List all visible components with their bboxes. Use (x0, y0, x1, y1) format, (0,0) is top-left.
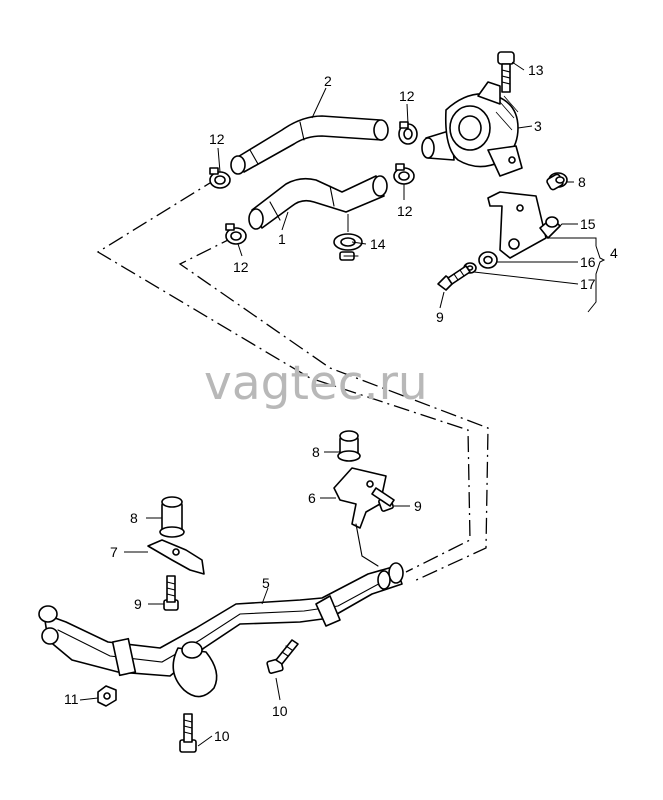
routing-line-outer (96, 177, 471, 573)
callout-16: 16 (580, 254, 596, 270)
bolt-9-lower (163, 575, 179, 611)
clip-14 (333, 233, 363, 261)
callout-12-top-right: 12 (399, 88, 415, 104)
callout-8-lower: 8 (130, 510, 138, 526)
callout-12-mid-right: 12 (397, 203, 413, 219)
bush-8-top (546, 172, 568, 191)
callout-17: 17 (580, 276, 596, 292)
callout-13: 13 (528, 62, 544, 78)
bolt-10-lower (179, 713, 197, 753)
callout-labels: 2 12 13 3 12 8 12 15 4 1 14 12 16 17 9 8… (64, 62, 618, 744)
watermark: vagtec.ru (204, 356, 428, 411)
callout-4: 4 (610, 245, 618, 261)
callout-15: 15 (580, 216, 596, 232)
hose-1 (248, 175, 388, 230)
callout-2: 2 (324, 73, 332, 89)
nut-11 (97, 685, 117, 707)
hose-clamp-12-mid-right (393, 163, 415, 185)
routing-line-inner (178, 235, 489, 583)
callout-8-middle: 8 (312, 444, 320, 460)
callout-9-lower: 9 (134, 596, 142, 612)
coolant-pipe-5 (38, 562, 404, 698)
bracket-7 (147, 539, 205, 575)
callout-10-middle: 10 (272, 703, 288, 719)
bush-8-middle (337, 430, 361, 462)
callout-8-top: 8 (578, 174, 586, 190)
callout-12-lower-left: 12 (233, 259, 249, 275)
bolt-13 (497, 51, 515, 93)
bush-8-lower (159, 496, 185, 538)
callout-9-middle: 9 (414, 498, 422, 514)
coolant-pump-3 (421, 81, 523, 177)
hose-clamp-12-lower-left (225, 223, 247, 245)
callout-7: 7 (110, 544, 118, 560)
callout-3: 3 (534, 118, 542, 134)
bracket-6 (333, 467, 387, 567)
callout-10-lower: 10 (214, 728, 230, 744)
hose-2 (230, 115, 389, 175)
hose-clamp-12-top-left (209, 167, 231, 189)
callout-11: 11 (64, 691, 79, 707)
callout-6: 6 (308, 490, 316, 506)
callout-12-top-left: 12 (209, 131, 225, 147)
bolt-10-middle (266, 639, 299, 674)
callout-1: 1 (278, 231, 286, 247)
bracket-4 (487, 191, 547, 259)
leader-lines (79, 61, 606, 747)
callout-9-top: 9 (436, 309, 444, 325)
washer-16 (478, 251, 498, 269)
bolt-9-top (437, 265, 471, 291)
callout-14: 14 (370, 236, 386, 252)
hose-clamp-12-top-right (398, 121, 418, 145)
bolt-9-middle (371, 487, 395, 512)
callout-5: 5 (262, 575, 270, 591)
